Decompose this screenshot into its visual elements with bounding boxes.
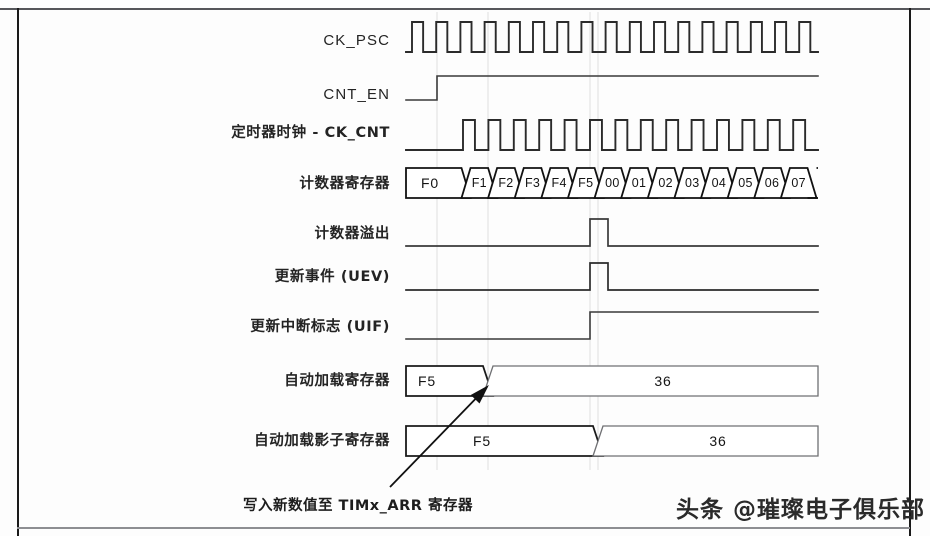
annotation-arrow: [389, 385, 489, 488]
waveform-uif: [405, 311, 819, 340]
arr-shadow-old-value: F5: [473, 433, 491, 449]
counter-value-10: 04: [711, 175, 727, 190]
counter-value-1: F1: [471, 175, 487, 190]
frame-border-right: [909, 8, 911, 536]
counter-value-2: F2: [498, 175, 514, 190]
counter-value-9: 03: [684, 175, 700, 190]
signal-label-counter-register: 计数器寄存器: [299, 176, 390, 192]
signal-label-arr-shadow: 自动加载影子寄存器: [254, 433, 390, 449]
signal-label-counter-overflow: 计数器溢出: [314, 226, 390, 242]
frame-border-left: [17, 8, 19, 536]
counter-value-5: F5: [578, 175, 594, 190]
waveform-cnt-en: [405, 75, 819, 101]
counter-value-7: 01: [631, 175, 647, 190]
counter-value-13: 07: [791, 175, 806, 190]
waveform-ck-psc: [405, 21, 819, 53]
frame-border-bottom: [17, 527, 910, 529]
arr-new-value: 36: [654, 373, 672, 389]
signal-label-uif: 更新中断标志 (UIF): [250, 319, 390, 335]
annotation-arrow-head: [470, 385, 489, 404]
signal-label-uev: 更新事件 (UEV): [274, 269, 390, 285]
frame-border-top: [0, 8, 930, 10]
waveform-counter-overflow: [405, 218, 819, 247]
signal-label-ck-cnt: 定时器时钟 - CK_CNT: [231, 125, 390, 141]
counter-value-12: 06: [764, 175, 780, 190]
counter-value-3: F3: [524, 175, 541, 190]
bus-cell: [482, 365, 819, 397]
signal-label-arr: 自动加载寄存器: [284, 373, 390, 389]
annotation-write-arr: 写入新数值至 TIMx_ARR 寄存器: [243, 498, 473, 514]
counter-value-0: F0: [421, 175, 439, 191]
vertical-grid-lines: [436, 12, 599, 470]
waveform-ck-cnt: [405, 119, 819, 151]
watermark-text: 头条 @璀璨电子俱乐部: [676, 497, 926, 523]
bus-value-boxes: [405, 167, 819, 457]
counter-value-4: F4: [551, 175, 567, 190]
counter-value-11: 05: [738, 175, 753, 190]
signal-label-cnt-en: CNT_EN: [323, 86, 390, 103]
counter-value-8: 02: [658, 175, 673, 190]
waveform-uev: [405, 262, 819, 291]
annotation-arrow-line: [389, 386, 488, 488]
signal-label-ck-psc: CK_PSC: [323, 32, 390, 49]
bus-cell: [592, 425, 819, 457]
arr-shadow-new-value: 36: [709, 433, 727, 449]
arr-old-value: F5: [418, 373, 436, 389]
counter-value-6: 00: [605, 175, 620, 190]
signal-waveforms: [405, 21, 819, 340]
